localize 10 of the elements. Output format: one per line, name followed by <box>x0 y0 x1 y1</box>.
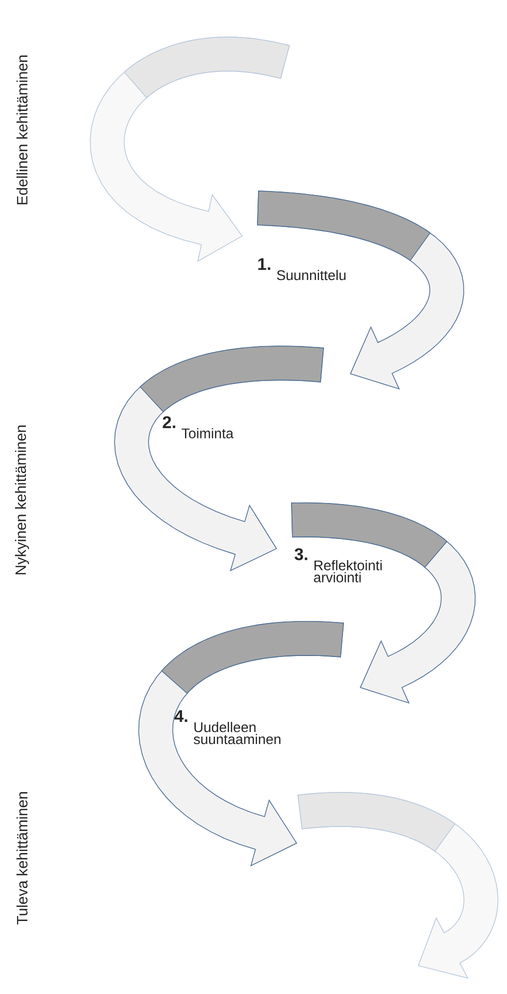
ribbon-arrow <box>138 620 344 867</box>
side-label: Edellinen kehittäminen <box>16 56 28 204</box>
side-label: Nykyinen kehittäminen <box>15 426 29 574</box>
ribbon-arrow <box>114 346 324 572</box>
step-label: 4. Uudelleen suuntaaminen <box>174 710 280 744</box>
ribbon-arrow <box>90 36 290 262</box>
step-label: 3. Reflektointi arviointi <box>294 548 382 582</box>
step-label: 2. Toiminta <box>162 416 234 438</box>
side-label: Tuleva kehittäminen <box>16 792 28 924</box>
step-label: 1. Suunnittelu <box>258 258 346 280</box>
